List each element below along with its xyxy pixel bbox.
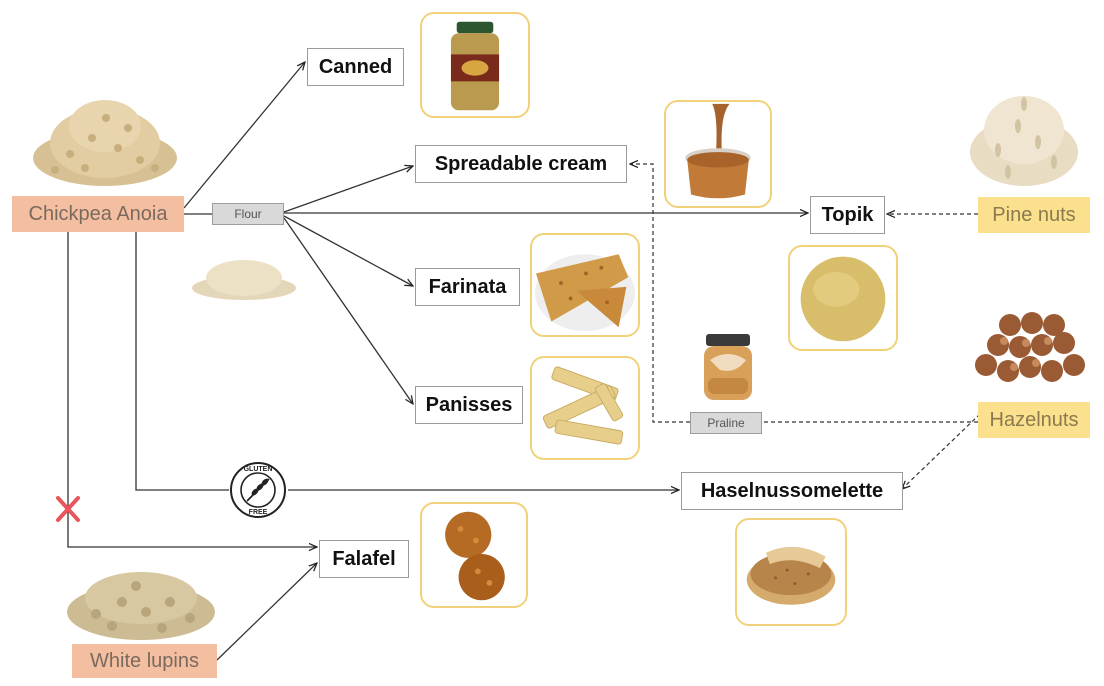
hazelnuts-source: Hazelnuts (978, 402, 1090, 438)
pine-nuts-pile-picture (968, 80, 1080, 190)
lupins-pile-picture (66, 562, 216, 642)
free-label: FREE (249, 509, 268, 516)
flour-tag: Flour (212, 203, 284, 225)
arrow-flour-to-panisses (284, 218, 413, 404)
farinata-node: Farinata (415, 268, 520, 306)
canned-node: Canned (307, 48, 404, 86)
arrow-flour-to-farinata (284, 216, 413, 286)
falafel-photo (420, 502, 528, 608)
praline-jar-picture (696, 330, 760, 402)
hazelnuts-pile-picture (966, 305, 1094, 390)
arrow-chickpea-to-canned (184, 62, 305, 208)
topik-node: Topik (810, 196, 885, 234)
chickpea-anoia-source: Chickpea Anoia (12, 196, 184, 232)
haselnussomelette-node: Haselnussomelette (681, 472, 903, 510)
pine-nuts-source: Pine nuts (978, 197, 1090, 233)
haselnussomelette-photo (735, 518, 847, 626)
arrow-flour-to-spreadable-cream (284, 166, 413, 212)
praline-tag: Praline (690, 412, 762, 434)
arrow-white-lupins-to-falafel (217, 563, 317, 660)
gluten-free-badge: GLUTEN FREE (231, 463, 285, 517)
falafel-node: Falafel (319, 540, 409, 578)
arrow-hazelnuts-to-haselnussomelette (902, 414, 980, 489)
gluten-label: GLUTEN (244, 466, 273, 473)
chickpea-pile-picture (30, 88, 180, 188)
panisses-photo (530, 356, 640, 460)
flour-pile-picture (190, 250, 298, 300)
topik-photo (788, 245, 898, 351)
white-lupins-source: White lupins (72, 644, 217, 678)
panisses-node: Panisses (415, 386, 523, 424)
canned-chickpeas-photo (420, 12, 530, 118)
spreadable-cream-node: Spreadable cream (415, 145, 627, 183)
farinata-photo (530, 233, 640, 337)
spreadable-cream-photo (664, 100, 772, 208)
